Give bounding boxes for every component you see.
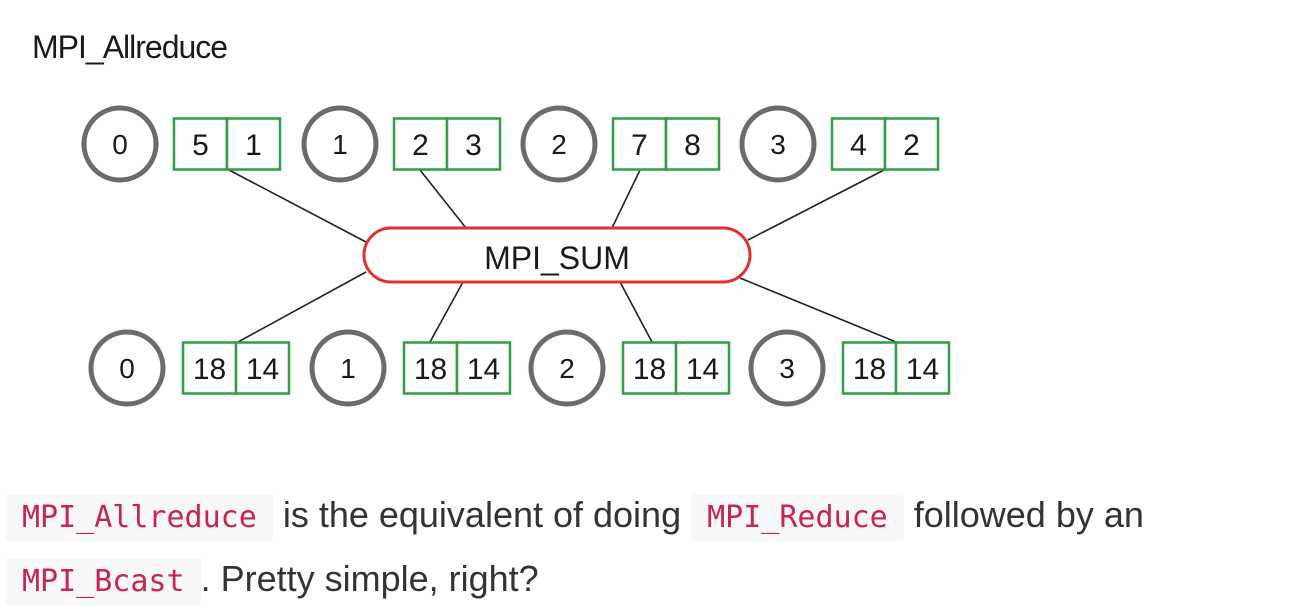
after-rank-label: 1 bbox=[340, 353, 356, 384]
operation-label: MPI_SUM bbox=[484, 240, 630, 276]
after-buffer-value: 18 bbox=[193, 353, 226, 386]
after-rank-0-node: 0 18 14 bbox=[88, 329, 291, 407]
after-buffer-value: 14 bbox=[246, 353, 279, 386]
link-rank-1-to-operation bbox=[419, 169, 467, 229]
before-rank-label: 2 bbox=[551, 129, 567, 160]
before-rank-1-node: 1 2 3 bbox=[301, 105, 502, 183]
caption-paragraph: MPI_Allreduce is the equivalent of doing… bbox=[6, 484, 1296, 612]
before-buffer-cell bbox=[225, 117, 282, 171]
before-buffer-value: 7 bbox=[631, 129, 648, 162]
link-rank-3-to-operation bbox=[747, 169, 885, 241]
before-rank-label: 3 bbox=[770, 129, 786, 160]
before-buffer-cell bbox=[445, 117, 502, 171]
after-rank-circle bbox=[528, 329, 606, 407]
after-rank-3-node: 3 18 14 bbox=[748, 329, 951, 407]
after-buffer-cell bbox=[894, 341, 951, 395]
after-buffer-cell bbox=[674, 341, 731, 395]
after-buffer-value: 18 bbox=[853, 353, 886, 386]
before-buffer-value: 2 bbox=[903, 129, 920, 162]
caption-line-2: MPI_Bcast. Pretty simple, right? bbox=[6, 548, 1296, 612]
after-rank-1-node: 1 18 14 bbox=[309, 329, 512, 407]
mpi-allreduce-diagram: MPI_Allreduce 0 5 1 1 2 3 2 7 8 3 4 2 MPI_SUM 0 18 14… bbox=[32, 29, 951, 407]
before-rank-label: 1 bbox=[332, 129, 348, 160]
caption-text-3: . Pretty simple, right? bbox=[200, 558, 539, 599]
before-rank-circle bbox=[81, 105, 159, 183]
after-buffer-value: 18 bbox=[633, 353, 666, 386]
caption-line-1: MPI_Allreduce is the equivalent of doing… bbox=[6, 484, 1296, 548]
before-buffer-cell bbox=[172, 117, 229, 171]
link-operation-to-rank-2 bbox=[619, 281, 653, 343]
after-buffer-value: 18 bbox=[414, 353, 447, 386]
before-buffer-value: 3 bbox=[465, 129, 482, 162]
before-buffer-value: 5 bbox=[192, 129, 209, 162]
ranks-before-row: 0 5 1 1 2 3 2 7 8 3 4 2 bbox=[81, 105, 940, 183]
code-mpi-bcast: MPI_Bcast bbox=[6, 558, 201, 605]
after-rank-2-node: 2 18 14 bbox=[528, 329, 731, 407]
connection-lines bbox=[228, 169, 897, 343]
before-rank-circle bbox=[739, 105, 817, 183]
after-rank-label: 0 bbox=[119, 353, 135, 384]
code-mpi-allreduce: MPI_Allreduce bbox=[6, 494, 273, 541]
before-buffer-cell bbox=[883, 117, 940, 171]
before-rank-0-node: 0 5 1 bbox=[81, 105, 282, 183]
after-buffer-cell bbox=[455, 341, 512, 395]
link-operation-to-rank-0 bbox=[237, 271, 367, 343]
after-buffer-cell bbox=[402, 341, 459, 395]
after-rank-label: 3 bbox=[779, 353, 795, 384]
before-buffer-value: 4 bbox=[850, 129, 867, 162]
before-buffer-value: 2 bbox=[412, 129, 429, 162]
link-operation-to-rank-1 bbox=[429, 281, 464, 343]
operation-box bbox=[362, 226, 752, 284]
after-rank-circle bbox=[88, 329, 166, 407]
before-rank-label: 0 bbox=[112, 129, 128, 160]
caption-text-2: followed by an bbox=[903, 494, 1144, 535]
after-rank-label: 2 bbox=[559, 353, 575, 384]
operation-node: MPI_SUM bbox=[362, 226, 752, 284]
ranks-after-row: 0 18 14 1 18 14 2 18 14 3 18 14 bbox=[88, 329, 951, 407]
diagram-title: MPI_Allreduce bbox=[32, 29, 227, 65]
code-mpi-reduce: MPI_Reduce bbox=[691, 494, 904, 541]
caption-text-1: is the equivalent of doing bbox=[272, 494, 692, 535]
after-buffer-cell bbox=[234, 341, 291, 395]
before-rank-circle bbox=[301, 105, 379, 183]
after-rank-circle bbox=[309, 329, 387, 407]
after-buffer-value: 14 bbox=[467, 353, 500, 386]
before-rank-3-node: 3 4 2 bbox=[739, 105, 940, 183]
after-rank-circle bbox=[748, 329, 826, 407]
link-rank-2-to-operation bbox=[611, 169, 641, 229]
before-buffer-value: 8 bbox=[684, 129, 701, 162]
before-buffer-value: 1 bbox=[245, 129, 262, 162]
after-buffer-value: 14 bbox=[906, 353, 939, 386]
link-operation-to-rank-3 bbox=[739, 277, 897, 343]
link-rank-0-to-operation bbox=[228, 169, 367, 243]
before-buffer-cell bbox=[664, 117, 721, 171]
after-buffer-value: 14 bbox=[686, 353, 719, 386]
before-rank-2-node: 2 7 8 bbox=[520, 105, 721, 183]
before-rank-circle bbox=[520, 105, 598, 183]
